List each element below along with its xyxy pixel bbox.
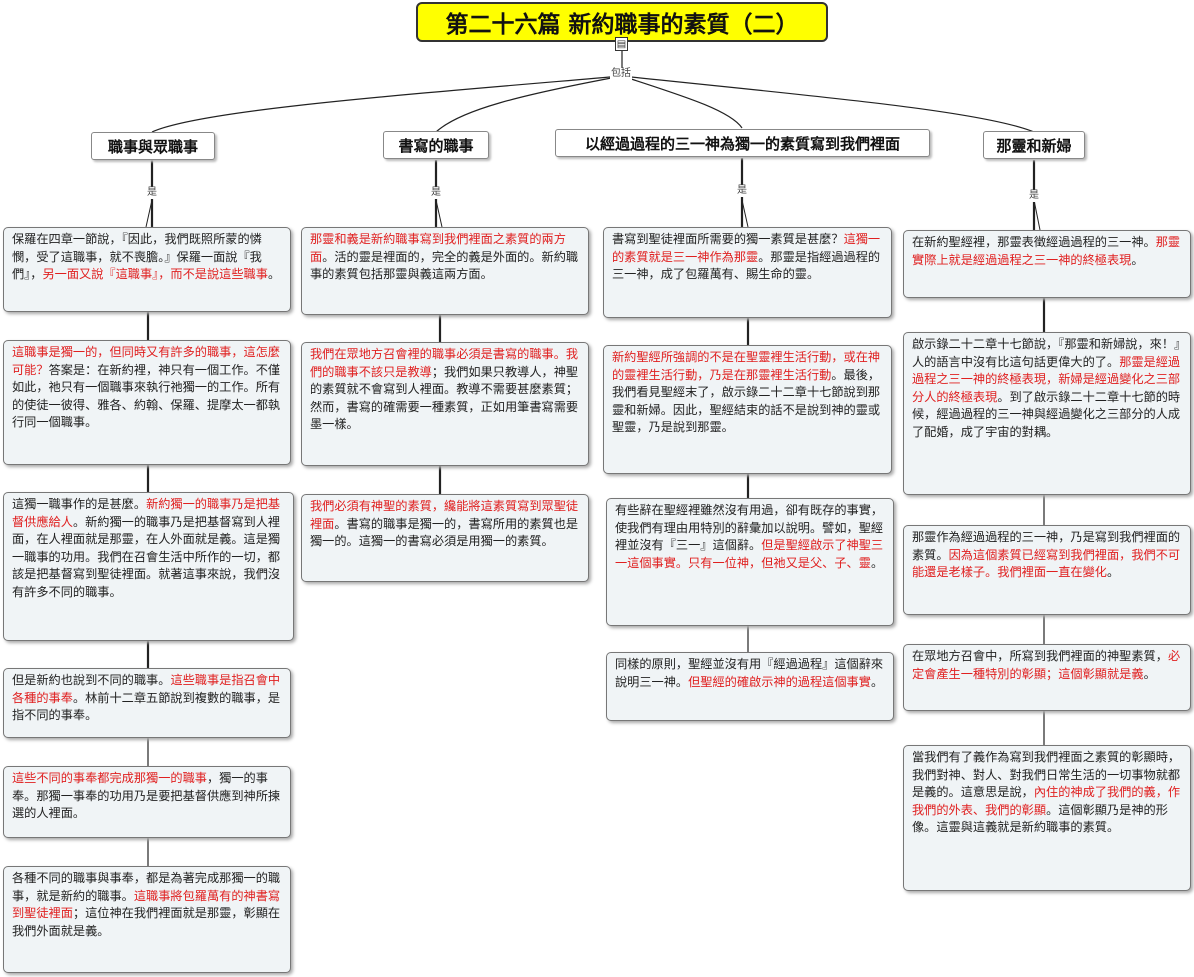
highlighted-text: 另一面又說『這職事』，而不是說這些職事 xyxy=(42,267,268,281)
body-text: 。 xyxy=(1143,666,1156,681)
body-text: 有些辭在聖經裡雖然沒有用過，卻有既存的事實，使我們有理由用特別的辭彙加以說明。譬… xyxy=(615,503,884,552)
body-text: 書寫到聖徒裡面所需要的獨一素質是甚麼？ xyxy=(612,232,844,246)
branch-3-connector-label: 是 xyxy=(736,185,748,197)
body-text: 在眾地方召會中，所寫到我們裡面的神聖素質， xyxy=(912,649,1168,663)
body-text: 這獨一職事作的是甚麼。 xyxy=(12,497,147,511)
topic-box[interactable]: 新約聖經所強調的不是在聖靈裡生活行動，或在神的靈裡生活行動，乃是在那靈裡生活行動… xyxy=(603,345,892,474)
body-text: 那靈作為經過過程的三一神，乃是寫到我們裡面的素質。 xyxy=(912,530,1181,562)
branch-2-connector-label: 是 xyxy=(430,187,442,199)
highlighted-text: 新約聖經所強調的不是在聖靈裡生活行動，或在神的靈裡生活行動，乃是在那靈裡生活行動 xyxy=(612,350,881,382)
branch-1-connector-label: 是 xyxy=(146,187,158,199)
body-text: 。 xyxy=(1131,252,1144,267)
body-text: 各種不同的職事與事奉，都是為著完成那獨一的職事，就是新約的職事。 xyxy=(12,871,281,903)
branch-topic-processed-triune-god[interactable]: 以經過過程的三一神為獨一的素質寫到我們裡面 xyxy=(555,129,930,157)
topic-box[interactable]: 但是新約也說到不同的職事。這些職事是指召會中各種的事奉。林前十二章五節說到複數的… xyxy=(3,668,291,738)
connector-root-branch-1 xyxy=(151,75,623,133)
connector-root-branch-3 xyxy=(621,75,743,129)
highlighted-text: 我們在眾地方召會裡的職事必須是書寫的職事。我們的職事不該只是教導 xyxy=(310,347,579,379)
map-title[interactable]: 第二十六篇 新約職事的素質（二） xyxy=(416,2,828,42)
highlighted-text: 這獨一的素質就是三一神作為那靈 xyxy=(612,232,881,264)
highlighted-text: 這些不同的事奉都完成那獨一的職事 xyxy=(12,771,207,785)
topic-box[interactable]: 當我們有了義作為寫到我們裡面之素質的彰顯時，我們對神、對人、對我們日常生活的一切… xyxy=(903,745,1191,891)
highlighted-text: 但聖經的確啟示神的過程這個事實 xyxy=(688,674,871,689)
branch-4-connector-label: 是 xyxy=(1028,190,1040,202)
topic-box[interactable]: 在新約聖經裡，那靈表徵經過過程的三一神。那靈實際上就是經過過程之三一神的終極表現… xyxy=(903,230,1191,298)
topic-box[interactable]: 那靈和義是新約職事寫到我們裡面之素質的兩方面。活的靈是裡面的，完全的義是外面的。… xyxy=(301,227,589,315)
highlighted-text: 那靈是經過過程之三一神的終極表現，新婦是經過變化之三部分人的終極表現 xyxy=(912,354,1181,404)
highlighted-text: 那靈實際上就是經過過程之三一神的終極表現 xyxy=(912,235,1181,267)
body-text: 當我們有了義作為寫到我們裡面之素質的彰顯時，我們對神、對人、對我們日常生活的一切… xyxy=(912,750,1181,799)
body-text: 同樣的原則，聖經並沒有用『經過過程』這個辭來說明三一神。 xyxy=(615,657,884,689)
body-text: 。到了啟示錄二十二章十七節的時候，經過過程的三一神與經過變化之三部分的人成了配婚… xyxy=(912,389,1181,439)
body-text: 保羅在四章一節說，『因此，我們既照所蒙的憐憫，受了這職事，就不喪膽。』保羅一面說… xyxy=(12,232,262,281)
topic-box[interactable]: 書寫到聖徒裡面所需要的獨一素質是甚麼？這獨一的素質就是三一神作為那靈。那靈是指經… xyxy=(603,227,892,318)
topic-box[interactable]: 保羅在四章一節說，『因此，我們既照所蒙的憐憫，受了這職事，就不喪膽。』保羅一面說… xyxy=(3,227,291,312)
body-text: 。 xyxy=(870,674,884,689)
body-text: ；這位神在我們裡面就是那靈，彰顯在我們外面就是義。 xyxy=(12,906,281,938)
highlighted-text: 這些職事是指召會中各種的事奉 xyxy=(12,673,281,705)
highlighted-text: 新約獨一的職事乃是把基督供應給人 xyxy=(12,497,281,529)
body-text: 。最後，我們看見聖經末了，啟示錄二十二章十七節說到那靈和新婦。因此，聖經結束的話… xyxy=(612,367,881,435)
body-text: 答案是：在新約裡，神只有一個工作。不僅如此，祂只有一個職事來執行祂獨一的工作。所… xyxy=(12,362,281,430)
body-text: 在新約聖經裡，那靈表徵經過過程的三一神。 xyxy=(912,235,1156,249)
highlighted-text: 必定會產生一種特別的彰顯；這個彰顯就是義 xyxy=(912,649,1181,681)
body-text: 。新約獨一的職事乃是把基督寫到人裡面，在人裡面就是那靈，在人外面就是義。這是獨一… xyxy=(12,514,281,599)
branch-topic-spirit-and-bride[interactable]: 那靈和新婦 xyxy=(983,131,1085,159)
body-text: 。 xyxy=(267,267,281,281)
connector-root-label: 包括 xyxy=(610,68,632,80)
body-text: 。這個彰顯乃是神的形像。這靈與這義就是新約職事的素質。 xyxy=(912,802,1168,835)
highlighted-text: 這職事是獨一的，但同時又有許多的職事，這怎麼可能？ xyxy=(12,345,281,377)
topic-box[interactable]: 這職事是獨一的，但同時又有許多的職事，這怎麼可能？答案是：在新約裡，神只有一個工… xyxy=(3,340,291,465)
note-icon[interactable]: ▤ xyxy=(615,37,628,51)
highlighted-text: 這職事將包羅萬有的神書寫到聖徒裡面 xyxy=(12,888,281,921)
topic-box[interactable]: 有些辭在聖經裡雖然沒有用過，卻有既存的事實，使我們有理由用特別的辭彙加以說明。譬… xyxy=(606,498,894,626)
topic-box[interactable]: 我們在眾地方召會裡的職事必須是書寫的職事。我們的職事不該只是教導；我們如果只教導… xyxy=(301,342,589,466)
topic-box[interactable]: 啟示錄二十二章十七節說，『那靈和新婦說，來！』人的語言中沒有比這句話更偉大的了。… xyxy=(903,332,1191,495)
body-text: 。林前十二章五節說到複數的職事，是指不同的事奉。 xyxy=(12,690,281,723)
body-text: ，獨一的事奉。那獨一事奉的功用乃是要把基督供應到神所揀選的人裡面。 xyxy=(12,771,281,820)
topic-box[interactable]: 同樣的原則，聖經並沒有用『經過過程』這個辭來說明三一神。但聖經的確啟示神的過程這… xyxy=(606,652,894,721)
highlighted-text: 那靈和義是新約職事寫到我們裡面之素質的兩方面 xyxy=(310,232,566,264)
topic-box[interactable]: 在眾地方召會中，所寫到我們裡面的神聖素質，必定會產生一種特別的彰顯；這個彰顯就是… xyxy=(903,644,1191,711)
branch-topic-ministry-and-ministries[interactable]: 職事與眾職事 xyxy=(91,132,215,160)
body-text: 。 xyxy=(1107,565,1120,579)
highlighted-text: 內住的神成了我們的義，作我們的外表、我們的彰顯 xyxy=(912,785,1181,817)
topic-box[interactable]: 這獨一職事作的是甚麼。新約獨一的職事乃是把基督供應給人。新約獨一的職事乃是把基督… xyxy=(3,492,294,641)
body-text: 但是新約也說到不同的職事。 xyxy=(12,673,171,687)
branch-topic-writing-ministry[interactable]: 書寫的職事 xyxy=(383,131,489,159)
highlighted-text: 因為這個素質已經寫到我們裡面，我們不可能還是老樣子。我們裡面一直在變化 xyxy=(912,547,1181,580)
body-text: 。 xyxy=(870,555,884,570)
topic-box[interactable]: 各種不同的職事與事奉，都是為著完成那獨一的職事，就是新約的職事。這職事將包羅萬有… xyxy=(3,866,291,973)
body-text: 。活的靈是裡面的，完全的義是外面的。新約職事的素質包括那靈與義這兩方面。 xyxy=(310,249,579,282)
body-text: 。書寫的職事是獨一的，書寫所用的素質也是獨一的。這獨一的書寫必須是用獨一的素質。 xyxy=(310,516,579,549)
body-text: 啟示錄二十二章十七節說，『那靈和新婦說，來！』人的語言中沒有比這句話更偉大的了。 xyxy=(912,337,1181,369)
topic-box[interactable]: 我們必須有神聖的素質，纔能將這素質寫到眾聖徒裡面。書寫的職事是獨一的，書寫所用的… xyxy=(301,494,589,582)
body-text: ；我們如果只教導人，神聖的素質就不會寫到人裡面。教導不需要甚麼素質；然而，書寫的… xyxy=(310,364,579,432)
highlighted-text: 但是聖經啟示了神聖三一這個事實。只有一位神，但祂又是父、子、靈 xyxy=(615,538,884,570)
connector-root-branch-4 xyxy=(621,75,1035,133)
topic-box[interactable]: 那靈作為經過過程的三一神，乃是寫到我們裡面的素質。因為這個素質已經寫到我們裡面，… xyxy=(903,525,1191,615)
topic-box[interactable]: 這些不同的事奉都完成那獨一的職事，獨一的事奉。那獨一事奉的功用乃是要把基督供應到… xyxy=(3,766,291,838)
connector-root-branch-2 xyxy=(435,75,623,133)
highlighted-text: 我們必須有神聖的素質，纔能將這素質寫到眾聖徒裡面 xyxy=(310,499,579,531)
body-text: 。那靈是指經過過程的三一神，成了包羅萬有、賜生命的靈。 xyxy=(612,249,881,282)
